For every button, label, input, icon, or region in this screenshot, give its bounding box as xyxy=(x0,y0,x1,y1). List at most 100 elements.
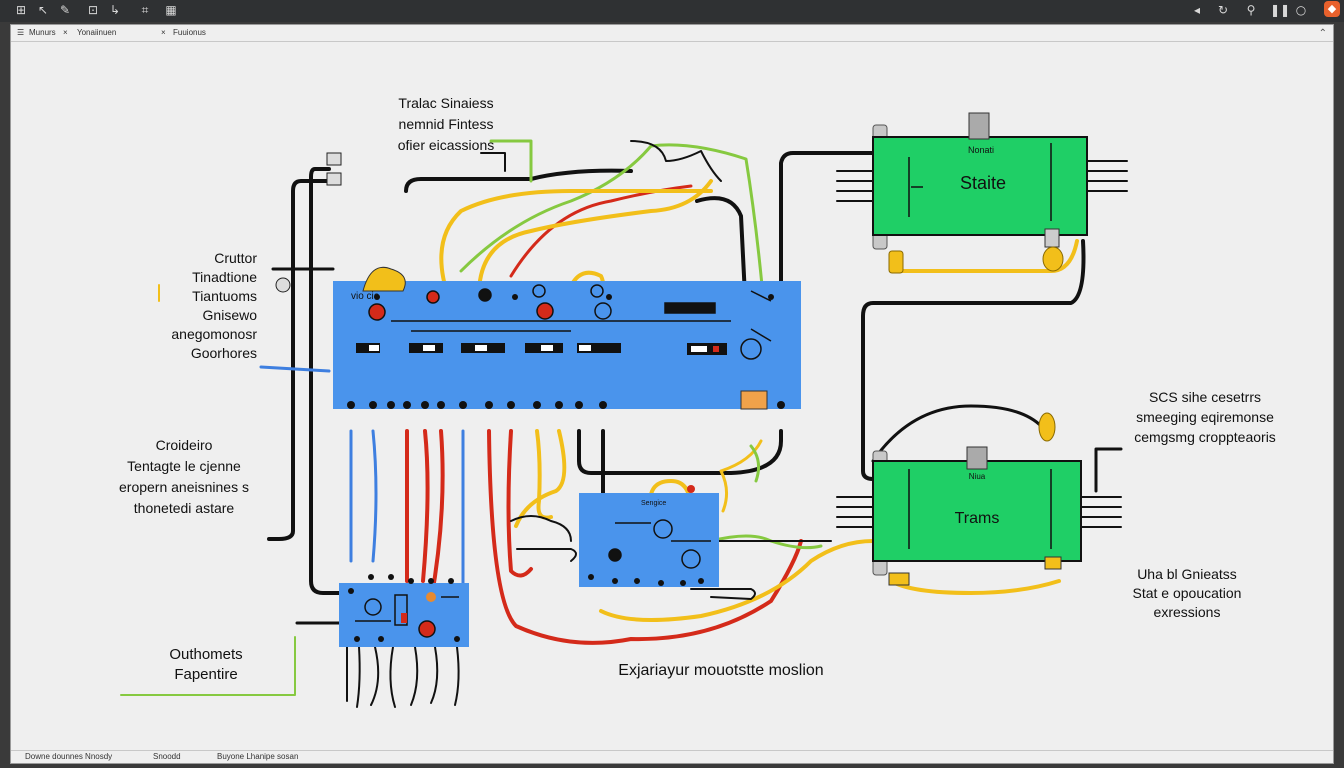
main-panel-components xyxy=(368,284,772,360)
label-line: cemgsmg croppteaoris xyxy=(1134,429,1276,445)
wire-black xyxy=(480,152,506,172)
label-line: ofier eicassions xyxy=(397,137,495,153)
wire-black xyxy=(309,167,343,595)
wire-black xyxy=(1080,160,1128,192)
wire-yellow xyxy=(439,188,713,301)
status-left: Downe dounnes Nnosdy xyxy=(25,752,113,761)
grid-icon[interactable]: ⌗ xyxy=(141,3,149,17)
wire-black xyxy=(1094,447,1123,493)
state-box-title: Nonati xyxy=(968,145,994,155)
wire-black xyxy=(861,239,1086,481)
tab-item[interactable]: Yonaiinuen xyxy=(77,28,117,37)
pointer-icon[interactable]: ↖ xyxy=(37,3,49,17)
trams-box-title: Niua xyxy=(969,472,986,481)
label-line: anegomonosr xyxy=(171,326,257,342)
status-right: Buyone Lhanipe sosan xyxy=(217,752,299,761)
wire-black xyxy=(1076,496,1122,528)
label-line: Outhomets xyxy=(169,646,243,663)
refresh-icon[interactable]: ↻ xyxy=(1217,3,1229,17)
tab-item[interactable]: Munurs xyxy=(29,28,56,37)
label-line: Tentagte le cjenne xyxy=(127,458,241,474)
trams-box xyxy=(872,460,1082,562)
wire-black xyxy=(410,646,419,706)
label-line: Gnisewo xyxy=(202,307,257,323)
top-toolbar: ⊞ ↖ ✎ ⊡ ↳ ⌗ ▦ ◂ ↻ ⚲ ❚❚ ○ ◆ xyxy=(0,0,1344,22)
wire-black xyxy=(389,646,396,708)
wire-black xyxy=(836,170,886,202)
wire-black xyxy=(836,496,886,528)
wire-black xyxy=(510,515,572,542)
select-icon[interactable]: ⊞ xyxy=(15,3,27,17)
circuit-diagram: vio cio xyxy=(120,112,1128,708)
wire-yellow xyxy=(477,179,713,293)
wire-black xyxy=(267,179,331,541)
app-icon[interactable]: ◆ xyxy=(1324,1,1340,17)
top-center-labels: Tralac Sinaiess nemnid Fintess ofier eic… xyxy=(361,93,531,156)
left-middle-labels: Croideiro Tentagte le cjenne eropern ane… xyxy=(99,435,269,519)
wire-blue xyxy=(371,429,378,563)
wire-green xyxy=(489,139,533,183)
wire-black xyxy=(871,404,1043,463)
info-icon[interactable]: ○ xyxy=(1295,3,1307,17)
link-icon[interactable]: ⊡ xyxy=(87,3,99,17)
tab-strip: ☰ Munurs × Yonaiinuen × Fuuionus ⌃ xyxy=(11,25,1333,42)
main-panel-pins xyxy=(347,294,785,409)
wire-black xyxy=(370,646,380,706)
label-line: Tinadtione xyxy=(192,269,257,285)
main-panel xyxy=(333,281,801,409)
route-icon[interactable]: ↳ xyxy=(109,3,121,17)
tab-menu-icon[interactable]: ☰ xyxy=(17,28,25,37)
wire-black xyxy=(516,548,577,562)
mid-panel xyxy=(579,493,719,587)
main-panel-label: vio cio xyxy=(351,291,380,302)
wire-black xyxy=(430,646,439,704)
label-line: smeeging eqiremonse xyxy=(1136,409,1274,425)
status-mid: Snoodd xyxy=(153,752,181,761)
wire-green xyxy=(749,444,761,483)
label-line: Tiantuoms xyxy=(192,288,257,304)
status-bar: Downe dounnes Nnosdy Snoodd Buyone Lhani… xyxy=(11,750,1333,763)
label-line: eropern aneisnines s xyxy=(119,479,249,495)
wire-yellow xyxy=(514,429,567,528)
wire-red xyxy=(429,429,445,603)
label-line: Uha bl Gnieatss xyxy=(1137,566,1237,582)
right-bottom-labels: Uha bl Gnieatss Stat e opoucation exress… xyxy=(1097,565,1277,622)
label-line: exressions xyxy=(1153,604,1221,620)
left-upper-labels: Cruttor Tinadtione Tiantuoms Gnisewo ane… xyxy=(131,249,257,363)
wire-yellow xyxy=(889,579,1061,595)
wire-green xyxy=(120,636,296,696)
pause-icon[interactable]: ❚❚ xyxy=(1270,3,1291,17)
tab-item[interactable]: Fuuionus xyxy=(173,28,206,37)
label-line: Fapentire xyxy=(174,666,238,683)
wire-black xyxy=(690,588,756,600)
wire-black xyxy=(454,646,460,706)
wire-yellow xyxy=(599,539,875,622)
label-line: Croideiro xyxy=(155,437,213,453)
wire-black xyxy=(577,429,783,475)
wire-black xyxy=(630,140,722,182)
label-line: thonetedi astare xyxy=(133,500,235,516)
pin-icon[interactable]: ⚲ xyxy=(1246,3,1256,17)
edit-icon[interactable]: ✎ xyxy=(59,3,71,17)
wire-black xyxy=(356,646,361,708)
wire-red xyxy=(421,429,430,583)
tab-close-icon[interactable]: × xyxy=(161,28,166,37)
wire-blue xyxy=(259,365,331,373)
bottom-center-label: Exjariayur mouotstte moslion xyxy=(618,662,824,679)
wire-black xyxy=(695,196,747,298)
main-panel-switches xyxy=(356,343,727,355)
trams-box-label: Trams xyxy=(955,510,1000,527)
tab-close-icon[interactable]: × xyxy=(63,28,68,37)
wire-red xyxy=(487,429,803,645)
label-line: SCS sihe cesetrrs xyxy=(1148,389,1262,405)
left-bottom-labels: Outhomets Fapentire xyxy=(141,645,271,685)
mid-panel-label: Sengice xyxy=(641,500,666,507)
grid-icon[interactable]: ▦ xyxy=(165,3,177,17)
label-line: Tralac Sinaiess xyxy=(398,95,494,111)
wire-yellow xyxy=(535,429,553,520)
window-close-icon[interactable]: ⌃ xyxy=(1318,28,1327,39)
back-icon[interactable]: ◂ xyxy=(1193,3,1201,17)
wire-green xyxy=(459,143,765,298)
label-line: Cruttor xyxy=(214,250,257,266)
wire-black xyxy=(779,151,875,298)
